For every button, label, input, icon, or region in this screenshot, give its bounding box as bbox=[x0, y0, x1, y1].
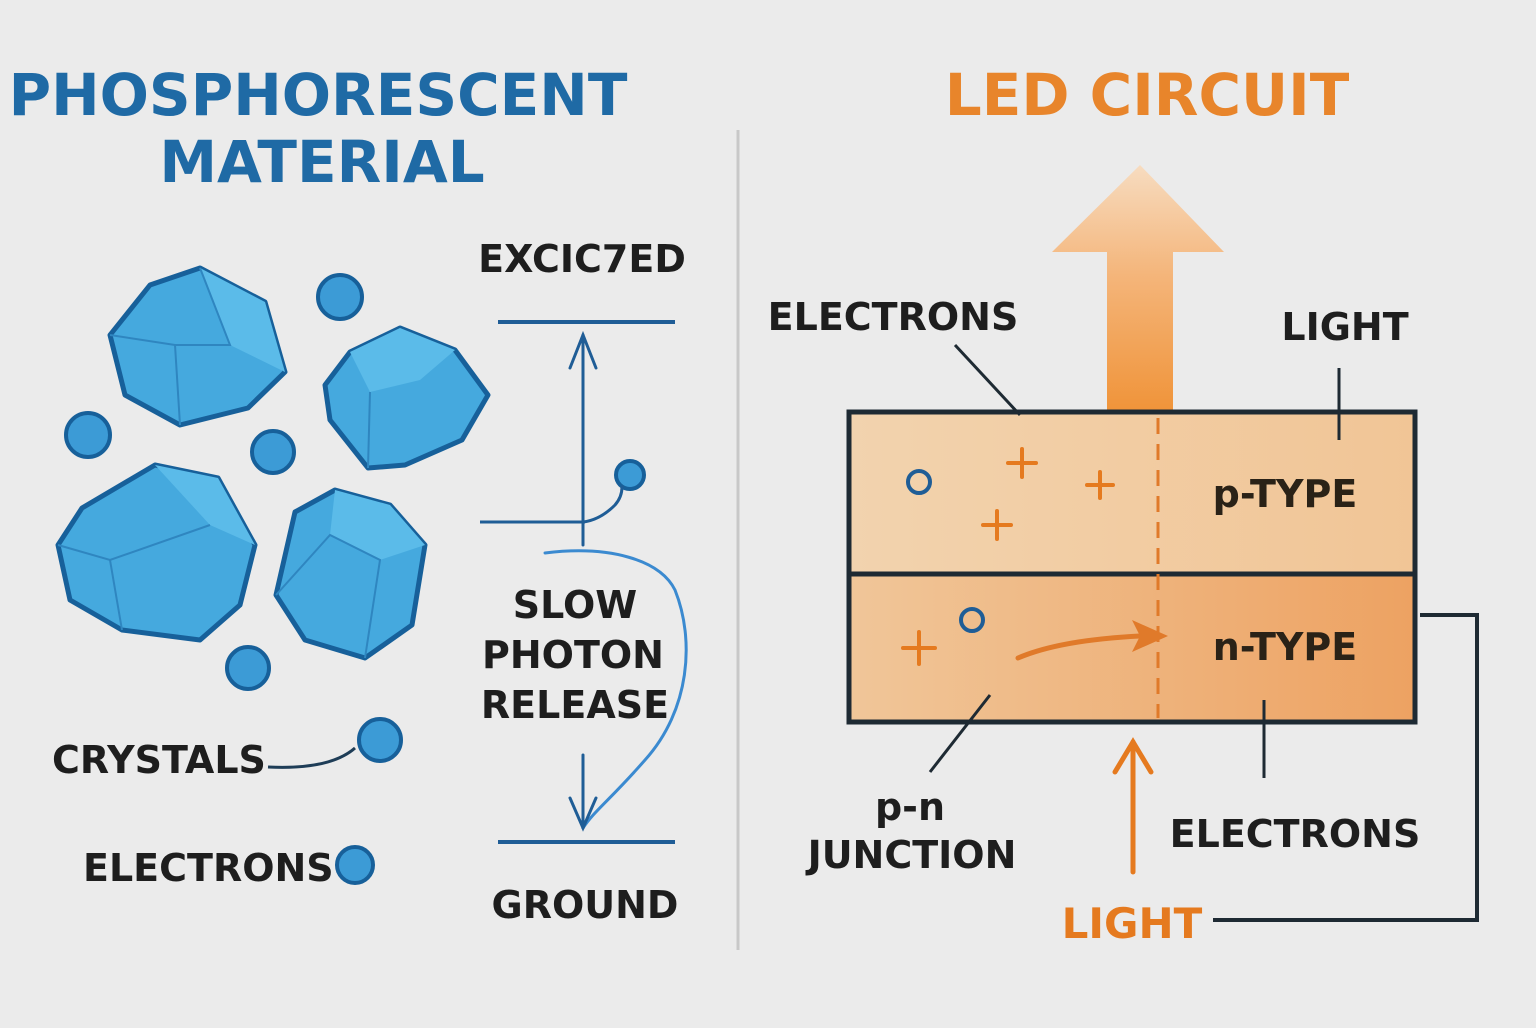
left-title-line1: PHOSPHORESCENT bbox=[9, 61, 628, 129]
electron-marker bbox=[906, 469, 932, 495]
emission-arrow bbox=[543, 549, 688, 832]
electron-legend-dot bbox=[357, 717, 403, 763]
excitation-arrow bbox=[568, 330, 624, 547]
slow-release-line3: RELEASE bbox=[481, 683, 669, 727]
crystals-leader-line bbox=[267, 746, 356, 769]
junction-label-line1: p-n bbox=[875, 785, 945, 829]
crystal-icon bbox=[107, 265, 288, 428]
electrons-top-leader bbox=[953, 343, 1022, 417]
ground-label: GROUND bbox=[492, 883, 679, 927]
junction-label-line2: JUNCTION bbox=[805, 833, 1017, 877]
electron-dots bbox=[64, 273, 646, 691]
input-light-arrow bbox=[1112, 737, 1154, 875]
electrons-legend-label: ELECTRONS bbox=[83, 846, 334, 890]
electrons-top-label: ELECTRONS bbox=[768, 295, 1019, 339]
excited-label: EXCIC7ED bbox=[478, 237, 686, 281]
light-top-label: LIGHT bbox=[1281, 305, 1408, 349]
slow-release-line1: SLOW bbox=[513, 583, 637, 627]
crystal-icon bbox=[273, 487, 428, 661]
n-type-layer bbox=[846, 571, 1418, 725]
right-title: LED CIRCUIT bbox=[945, 61, 1350, 129]
crystals-label: CRYSTALS bbox=[52, 738, 266, 782]
junction-leader bbox=[928, 694, 992, 773]
p-type-label: p-TYPE bbox=[1213, 472, 1358, 516]
p-type-layer bbox=[846, 409, 1418, 577]
crystal-icon bbox=[55, 462, 258, 643]
circuit-wire bbox=[1213, 613, 1479, 922]
slow-release-line2: PHOTON bbox=[482, 633, 664, 677]
light-bottom-label: LIGHT bbox=[1062, 899, 1203, 948]
charge-markers bbox=[901, 447, 1115, 666]
electrons-bottom-label: ELECTRONS bbox=[1170, 812, 1421, 856]
left-title-line2: MATERIAL bbox=[159, 128, 484, 196]
recombination-arrow bbox=[1015, 633, 1143, 661]
crystal-icon bbox=[322, 325, 491, 471]
emitted-light-arrow bbox=[1052, 165, 1224, 410]
n-type-label: n-TYPE bbox=[1213, 625, 1358, 669]
recombination-arrowhead bbox=[1132, 620, 1168, 652]
electron-marker bbox=[959, 607, 985, 633]
electron-legend-icon bbox=[335, 845, 375, 885]
